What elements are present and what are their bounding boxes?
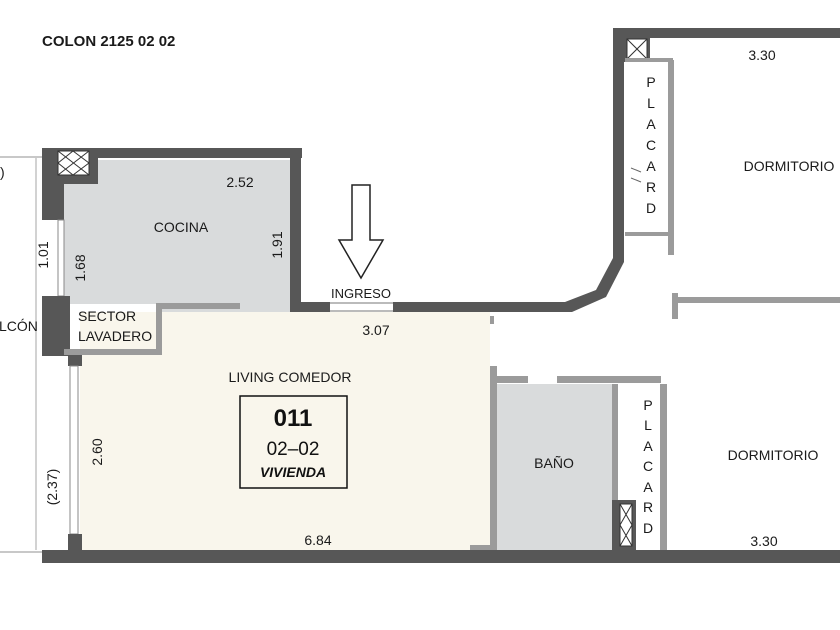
closet-bottom-letter: R [643, 499, 653, 515]
plan-title: COLON 2125 02 02 [42, 33, 175, 50]
closet-bottom-letter: C [643, 458, 653, 474]
closet-top-letter: A [646, 158, 656, 174]
entry-dimension: 3.07 [362, 322, 389, 338]
laundry-name-line2: LAVADERO [78, 328, 152, 344]
closet-top-letter: C [646, 137, 656, 153]
living-bottom-dimension: 6.84 [304, 532, 331, 548]
kitchen-top-wall [42, 148, 302, 158]
living-bottom-mark [470, 545, 490, 550]
unit-floor-code: 02–02 [267, 439, 320, 460]
laundry-partition-vertical [156, 303, 162, 355]
living-name: LIVING COMEDOR [229, 369, 352, 385]
bath-left-wall [490, 366, 497, 550]
bath-right-wall [612, 384, 618, 502]
closet-bottom-label: P L A C A R D [643, 397, 653, 536]
closet-top-lower-wall [625, 232, 673, 236]
kitchen-depth-dimension: 1.91 [269, 231, 285, 258]
balcony-upper-dimension: 1.01 [35, 241, 51, 268]
bedroom-top-dimension: 3.30 [748, 47, 775, 63]
kitchen-left-dimension: 1.68 [72, 254, 88, 281]
laundry-pillar [42, 296, 70, 356]
closet-top-upper-wall [625, 58, 673, 62]
bath-top-wall-right [557, 376, 661, 383]
living-left-stub [68, 352, 82, 366]
bedroom-bottom-dimension: 3.30 [750, 533, 777, 549]
closet-bottom-letter: A [643, 479, 653, 495]
closet-top-right-wall [668, 60, 674, 255]
entry-name: INGRESO [331, 286, 391, 301]
closet-bottom-letter: L [644, 417, 652, 433]
bottom-wall [42, 550, 840, 563]
balcony-outline [0, 156, 42, 553]
unit-tag-frame [239, 395, 348, 489]
living-window [69, 365, 79, 535]
closet-top-door-mark [630, 167, 642, 183]
closet-top-label: P L A C A R D [646, 74, 656, 216]
bedroom-divider-wall [672, 297, 840, 303]
kitchen-vent-icon [57, 150, 90, 176]
unit-type: VIVIENDA [260, 464, 326, 480]
balcony-name-fragment: LCÓN [0, 318, 38, 334]
entry-right-wall [393, 302, 570, 312]
bath-floor [497, 384, 612, 550]
top-right-wall [613, 28, 840, 38]
kitchen-width-dimension: 2.52 [226, 174, 253, 190]
kitchen-window [57, 219, 65, 297]
closet-top-letter: L [647, 95, 655, 111]
entry-arrow-icon [337, 184, 385, 280]
balcony-lower-dimension: (2.37) [44, 469, 60, 506]
closet-top-letter: D [646, 200, 656, 216]
bath-name: BAÑO [534, 455, 574, 471]
bedroom-divider-stub [672, 293, 678, 319]
closet-bottom-letter: A [643, 438, 653, 454]
closet-top-letter: R [646, 179, 656, 195]
laundry-partition-bottom [64, 349, 162, 355]
diagonal-wall [565, 258, 624, 312]
laundry-name-line1: SECTOR [78, 308, 136, 324]
bath-top-wall-left [490, 376, 528, 383]
closet-bottom-right-wall [660, 384, 667, 550]
unit-tag: 011 02–02 VIVIENDA [239, 395, 348, 489]
balcony-edge-fragment: ) [0, 164, 5, 180]
bath-duct-icon [612, 500, 636, 550]
bedroom-bottom-name: DORMITORIO [728, 447, 819, 463]
closet-bottom-letter: D [643, 520, 653, 536]
unit-number: 011 [274, 405, 313, 432]
kitchen-floor [64, 160, 290, 304]
entry-door[interactable] [330, 302, 393, 312]
kitchen-right-wall [290, 148, 301, 312]
entry-left-wall [290, 302, 330, 312]
closet-bottom-letter: P [643, 397, 652, 413]
bedroom-top-name: DORMITORIO [744, 158, 835, 174]
living-corner-block [68, 534, 82, 554]
hall-tick [490, 316, 494, 324]
closet-top-letter: P [646, 74, 655, 90]
right-vertical-wall [613, 28, 624, 262]
kitchen-name: COCINA [154, 219, 209, 235]
closet-top-letter: A [646, 116, 656, 132]
laundry-partition-top [156, 303, 240, 309]
living-side-dimension: 2.60 [89, 438, 105, 465]
